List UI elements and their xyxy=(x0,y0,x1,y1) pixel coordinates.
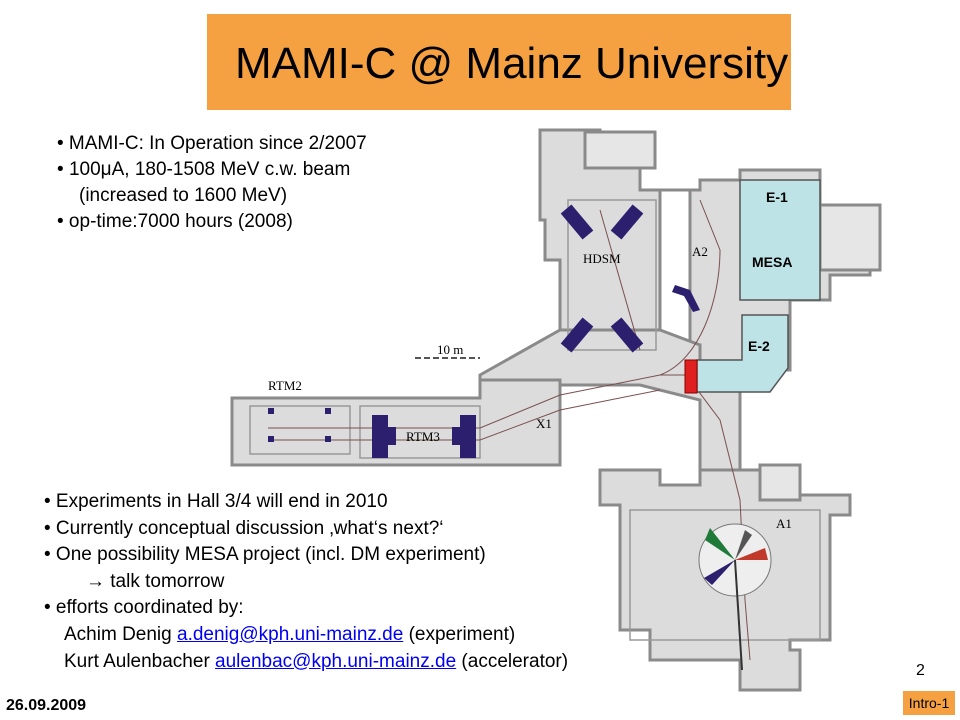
contact-denig: Achim Denig a.denig@kph.uni-mainz.de (ex… xyxy=(64,623,516,645)
label-scale: 10 m xyxy=(437,342,463,357)
label-e2: E-2 xyxy=(748,338,770,354)
right-room xyxy=(818,203,882,272)
page-number: 2 xyxy=(916,662,925,679)
bullet-coordinated: • efforts coordinated by: xyxy=(44,597,244,619)
label-hdsm: HDSM xyxy=(583,251,621,266)
label-e1: E-1 xyxy=(766,189,788,205)
label-rtm3: RTM3 xyxy=(406,429,440,444)
bullet-mesa: • One possibility MESA project (incl. DM… xyxy=(44,544,486,566)
a1-spectrometers xyxy=(698,523,772,671)
slide-date: 26.09.2009 xyxy=(6,697,87,714)
title-banner: MAMI-C @ Mainz University xyxy=(207,14,791,110)
red-beam-block xyxy=(684,359,698,394)
bullet-hall-end: • Experiments in Hall 3/4 will end in 20… xyxy=(44,491,388,512)
label-a1: A1 xyxy=(776,516,792,531)
aulenbacher-email-link[interactable]: aulenbac@kph.uni-mainz.de xyxy=(215,650,457,672)
top-room xyxy=(583,130,657,170)
hall-e1-mesa xyxy=(739,179,821,301)
beam-energy: A, 180-1508 MeV c.w. beam xyxy=(111,159,351,180)
beam-current: 100 xyxy=(68,159,101,180)
bullet-talk: → talk tomorrow xyxy=(86,570,225,592)
label-mesa: MESA xyxy=(752,254,792,270)
bullet-optime: • op-time:7000 hours (2008) xyxy=(57,211,293,232)
bullet-beam: • 100μA, 180-1508 MeV c.w. beam xyxy=(57,159,351,180)
contact-aulenbacher: Kurt Aulenbacher aulenbac@kph.uni-mainz.… xyxy=(64,650,569,672)
hall-e2 xyxy=(696,314,789,393)
bullet-increase: (increased to 1600 MeV) xyxy=(79,185,288,206)
rtm-building xyxy=(230,378,562,467)
arrow-icon: → xyxy=(86,570,105,592)
lower-right-room xyxy=(758,463,802,502)
bottom-bullet-list: • Experiments in Hall 3/4 will end in 20… xyxy=(44,489,568,675)
bullet-operation: • MAMI-C: In Operation since 2/2007 xyxy=(57,133,367,154)
bullet-whats-next: • Currently conceptual discussion ‚what‘… xyxy=(44,517,444,539)
section-badge: Intro-1 xyxy=(903,691,955,715)
label-a2: A2 xyxy=(692,244,708,259)
slide-title: MAMI-C @ Mainz University xyxy=(235,39,789,88)
top-bullet-list: • MAMI-C: In Operation since 2/2007 • 10… xyxy=(57,131,367,235)
label-rtm2: RTM2 xyxy=(268,378,302,393)
label-x1: X1 xyxy=(536,416,552,431)
denig-email-link[interactable]: a.denig@kph.uni-mainz.de xyxy=(177,623,404,645)
mu-symbol: μ xyxy=(100,159,112,180)
